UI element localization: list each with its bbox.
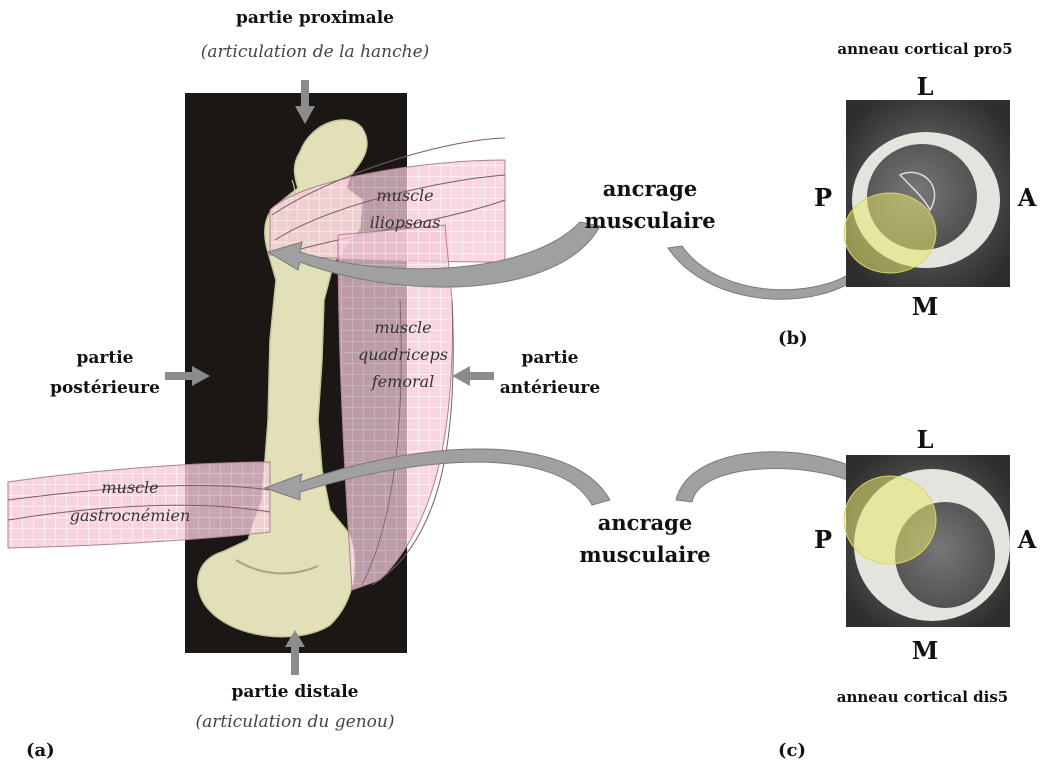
ring-c-image [844, 455, 1010, 627]
panel-c-label: (c) [778, 740, 806, 761]
quadriceps-label-line3: femoral [348, 372, 458, 391]
panel-a-label: (a) [26, 740, 55, 761]
distal-subtitle: (articulation du genou) [150, 712, 440, 732]
iliopsoas-label-line1: muscle [355, 186, 455, 205]
quadriceps-label-line2: quadriceps [348, 345, 458, 364]
proximal-subtitle: (articulation de la hanche) [140, 42, 490, 62]
proximal-title: partie proximale [180, 8, 450, 28]
anterior-line2: antérieure [485, 378, 615, 398]
anchor-top-line1: ancrage [560, 176, 740, 201]
gastrocnemien-label-line2: gastrocnémien [55, 506, 205, 525]
posterior-line2: postérieure [40, 378, 170, 398]
ring-c-P: P [808, 525, 838, 554]
ring-c-M: M [905, 636, 945, 665]
posterior-line1: partie [40, 348, 170, 368]
ring-c-A: A [1012, 525, 1042, 554]
ring-b-P: P [808, 183, 838, 212]
anchor-bottom-line1: ancrage [555, 510, 735, 535]
anchor-top-line2: musculaire [560, 208, 740, 233]
anchor-bottom-line2: musculaire [555, 542, 735, 567]
ring-c-title: anneau cortical dis5 [800, 688, 1045, 706]
quadriceps-label-line1: muscle [348, 318, 458, 337]
panel-b-label: (b) [778, 328, 808, 349]
ring-b-A: A [1012, 183, 1042, 212]
iliopsoas-label-line2: iliopsoas [355, 213, 455, 232]
ring-c-L: L [905, 425, 945, 454]
ring-b-M: M [905, 292, 945, 321]
gastrocnemien-label-line1: muscle [70, 478, 190, 497]
anterior-line1: partie [485, 348, 615, 368]
ring-b-L: L [905, 72, 945, 101]
ring-b-image [844, 100, 1010, 287]
distal-title: partie distale [195, 682, 395, 702]
gastrocnemien-muscle [8, 462, 270, 548]
ring-b-title: anneau cortical pro5 [810, 40, 1040, 58]
